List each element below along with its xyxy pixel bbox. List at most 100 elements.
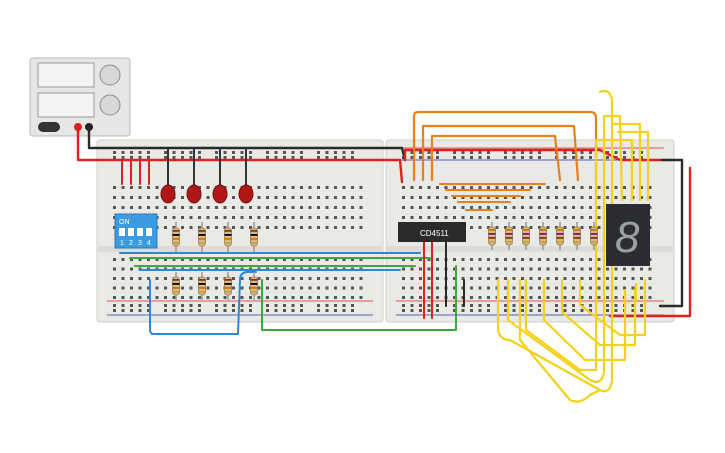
breadboard-hole[interactable] <box>580 258 584 261</box>
breadboard-hole[interactable] <box>113 206 116 209</box>
rail-hole[interactable] <box>487 156 490 159</box>
breadboard-hole[interactable] <box>274 277 278 280</box>
breadboard-hole[interactable] <box>436 258 439 261</box>
breadboard-hole[interactable] <box>606 186 609 189</box>
breadboard-hole[interactable] <box>232 258 235 261</box>
rail-hole[interactable] <box>614 304 618 307</box>
rail-hole[interactable] <box>215 156 218 159</box>
breadboard-hole[interactable] <box>521 267 524 271</box>
breadboard-hole[interactable] <box>461 216 465 219</box>
breadboard-hole[interactable] <box>572 186 575 189</box>
breadboard-hole[interactable] <box>512 226 516 229</box>
breadboard-hole[interactable] <box>563 286 567 290</box>
rail-hole[interactable] <box>121 156 125 159</box>
breadboard-hole[interactable] <box>257 286 261 290</box>
breadboard-hole[interactable] <box>495 258 499 261</box>
breadboard-hole[interactable] <box>232 226 235 229</box>
rail-hole[interactable] <box>623 156 626 159</box>
breadboard-hole[interactable] <box>546 277 550 280</box>
breadboard-hole[interactable] <box>308 186 312 189</box>
breadboard-hole[interactable] <box>308 277 312 280</box>
breadboard-hole[interactable] <box>249 226 252 229</box>
rail-hole[interactable] <box>317 304 320 307</box>
breadboard-hole[interactable] <box>487 267 490 271</box>
breadboard-hole[interactable] <box>138 196 142 199</box>
breadboard-hole[interactable] <box>419 206 422 209</box>
rail-hole[interactable] <box>164 309 167 312</box>
rail-hole[interactable] <box>147 151 150 154</box>
rail-hole[interactable] <box>189 151 193 154</box>
resistor[interactable] <box>250 227 258 247</box>
breadboard-hole[interactable] <box>291 258 295 261</box>
breadboard-hole[interactable] <box>164 226 167 229</box>
rail-hole[interactable] <box>215 304 218 307</box>
rail-hole[interactable] <box>410 156 414 159</box>
rail-hole[interactable] <box>130 156 133 159</box>
rail-hole[interactable] <box>138 151 142 154</box>
breadboard-hole[interactable] <box>478 267 482 271</box>
breadboard-hole[interactable] <box>189 216 193 219</box>
breadboard-hole[interactable] <box>113 277 116 280</box>
breadboard-hole[interactable] <box>606 267 609 271</box>
breadboard-hole[interactable] <box>334 286 337 290</box>
rail-hole[interactable] <box>538 151 541 154</box>
breadboard-hole[interactable] <box>181 196 184 199</box>
rail-hole[interactable] <box>555 309 558 312</box>
rail-hole[interactable] <box>249 151 252 154</box>
rail-hole[interactable] <box>334 156 337 159</box>
breadboard-hole[interactable] <box>529 296 533 299</box>
rail-hole[interactable] <box>572 304 575 307</box>
breadboard-hole[interactable] <box>478 258 482 261</box>
breadboard-hole[interactable] <box>529 206 533 209</box>
wire[interactable] <box>616 130 650 202</box>
breadboard-hole[interactable] <box>572 216 575 219</box>
breadboard-hole[interactable] <box>334 186 337 189</box>
rail-hole[interactable] <box>427 304 431 307</box>
rail-hole[interactable] <box>113 151 116 154</box>
breadboard-hole[interactable] <box>580 267 584 271</box>
breadboard-hole[interactable] <box>249 296 252 299</box>
rail-hole[interactable] <box>147 156 150 159</box>
breadboard-hole[interactable] <box>597 196 601 199</box>
breadboard-hole[interactable] <box>359 258 363 261</box>
breadboard-hole[interactable] <box>572 277 575 280</box>
breadboard-hole[interactable] <box>300 196 303 199</box>
breadboard-hole[interactable] <box>427 258 431 261</box>
breadboard-hole[interactable] <box>555 206 558 209</box>
breadboard-hole[interactable] <box>478 277 482 280</box>
breadboard-hole[interactable] <box>631 267 635 271</box>
rail-hole[interactable] <box>325 304 329 307</box>
breadboard-hole[interactable] <box>351 196 354 199</box>
rail-hole[interactable] <box>121 309 125 312</box>
rail-hole[interactable] <box>172 151 176 154</box>
breadboard-hole[interactable] <box>138 258 142 261</box>
dip-switch-toggle[interactable] <box>146 228 152 236</box>
breadboard-hole[interactable] <box>181 186 184 189</box>
breadboard-hole[interactable] <box>334 296 337 299</box>
breadboard-hole[interactable] <box>478 206 482 209</box>
resistor[interactable] <box>172 227 180 247</box>
breadboard-hole[interactable] <box>512 258 516 261</box>
breadboard-hole[interactable] <box>606 286 609 290</box>
breadboard-hole[interactable] <box>614 186 618 189</box>
rail-hole[interactable] <box>470 156 473 159</box>
rail-hole[interactable] <box>461 151 465 154</box>
rail-hole[interactable] <box>478 151 482 154</box>
rail-hole[interactable] <box>453 304 456 307</box>
breadboard-hole[interactable] <box>427 206 431 209</box>
rail-hole[interactable] <box>113 156 116 159</box>
breadboard-hole[interactable] <box>206 277 210 280</box>
wire[interactable] <box>518 278 602 403</box>
rail-hole[interactable] <box>317 309 320 312</box>
breadboard-hole[interactable] <box>206 258 210 261</box>
breadboard-hole[interactable] <box>410 186 414 189</box>
breadboard-hole[interactable] <box>181 277 184 280</box>
breadboard-hole[interactable] <box>283 186 286 189</box>
wire[interactable] <box>506 114 624 383</box>
rail-hole[interactable] <box>640 156 643 159</box>
rail-hole[interactable] <box>487 309 490 312</box>
rail-hole[interactable] <box>215 309 218 312</box>
breadboard-hole[interactable] <box>563 277 567 280</box>
rail-hole[interactable] <box>223 309 227 312</box>
breadboard-hole[interactable] <box>589 226 592 229</box>
